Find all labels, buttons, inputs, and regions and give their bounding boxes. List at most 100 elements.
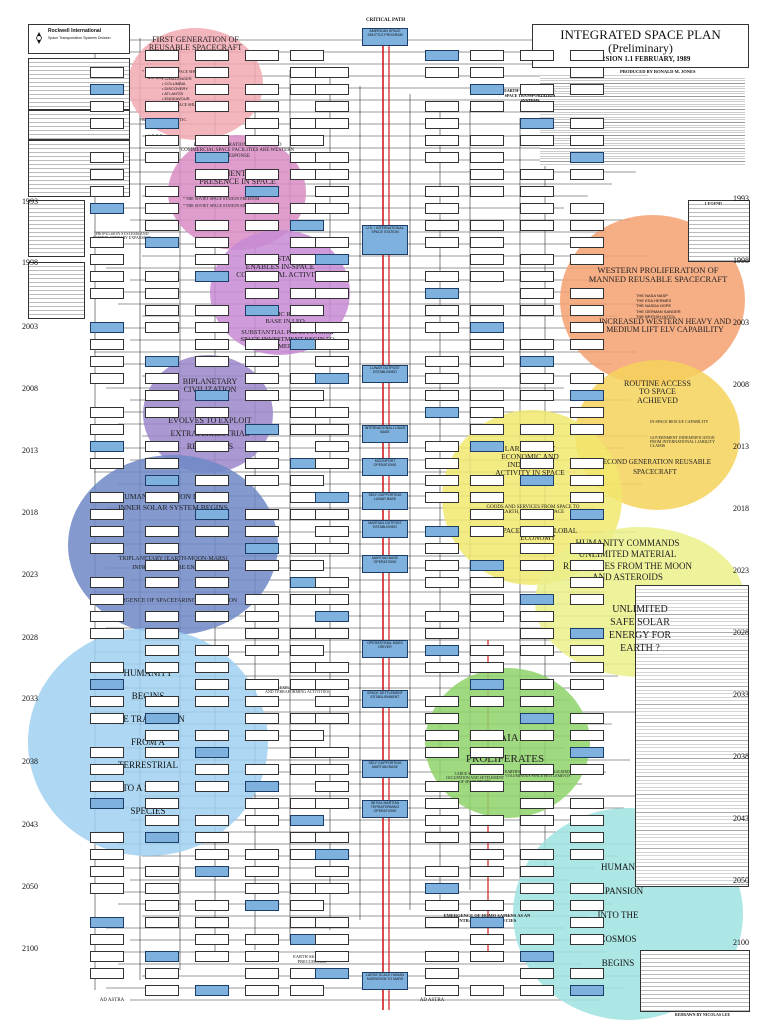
year-label-left: 2023 (22, 570, 38, 579)
plan-node-box (425, 866, 459, 877)
year-label-right: 2003 (733, 318, 749, 327)
plan-node-box (425, 951, 459, 962)
plan-node-box (470, 679, 504, 690)
skyhook-label: EARTH SKYHOOK PRECURSORS (293, 954, 331, 964)
plan-node-box (245, 849, 279, 860)
plan-node-box (570, 407, 604, 418)
company-name: Rockwell International (48, 28, 102, 34)
plan-node-box (520, 458, 554, 469)
plan-node-box (245, 679, 279, 690)
plan-node-box (315, 968, 349, 979)
plan-node-box (470, 237, 504, 248)
plan-node-box (245, 900, 279, 911)
plan-node-box (195, 101, 229, 112)
left-table-2 (28, 110, 130, 140)
plan-node-box (425, 305, 459, 316)
humanity-begins-line: HUMANITY (123, 668, 173, 678)
plan-node-box (520, 254, 554, 265)
plan-node-box (315, 832, 349, 843)
critical-path-box: SPACE SETTLEMENT ESTABLISHMENT (362, 690, 408, 708)
plan-node-box (315, 611, 349, 622)
plan-node-box (315, 356, 349, 367)
legend-title: LEGEND (705, 201, 722, 206)
plan-node-box (570, 577, 604, 588)
plan-node-box (245, 390, 279, 401)
plan-node-box (90, 696, 124, 707)
plan-node-box (290, 645, 324, 656)
plan-node-box (145, 220, 179, 231)
plan-node-box (245, 220, 279, 231)
plan-node-box (315, 373, 349, 384)
plan-node-box (90, 934, 124, 945)
in-space-rescue: IN-SPACE RESCUE CAPABILITY (650, 419, 709, 424)
year-label-right: 2100 (733, 938, 749, 947)
plan-node-box (425, 883, 459, 894)
plan-node-box (315, 951, 349, 962)
plan-node-box (570, 764, 604, 775)
western-spacecraft-item: THE GERMAN SANGER (636, 308, 681, 314)
plan-node-box (425, 900, 459, 911)
plan-node-box (425, 560, 459, 571)
plan-node-box (245, 254, 279, 265)
plan-node-box (145, 628, 179, 639)
plan-node-box (520, 713, 554, 724)
plan-node-box (195, 730, 229, 741)
plan-node-box (145, 186, 179, 197)
plan-node-box (195, 560, 229, 571)
cosmos-line: COSMOS (599, 934, 637, 944)
plan-node-box (90, 101, 124, 112)
plan-node-box (195, 475, 229, 486)
plan-node-box (425, 271, 459, 282)
left-table-4 (28, 200, 85, 257)
plan-node-box (290, 50, 324, 61)
plan-node-box (195, 424, 229, 435)
plan-node-box (195, 662, 229, 673)
unlimited-energy: UNLIMITED SAFE SOLAR ENERGY FOR EARTH ? (608, 604, 672, 654)
plan-node-box (470, 594, 504, 605)
critical-path-box: MOONPORT OPERATIONS (362, 458, 408, 476)
company-logo: Rockwell International Space Transportat… (28, 24, 130, 54)
plan-node-box (195, 50, 229, 61)
humanity-begins-line: FROM A (131, 737, 165, 747)
year-label-left: 1998 (22, 258, 38, 267)
plan-node-box (570, 254, 604, 265)
plan-node-box (145, 305, 179, 316)
plan-node-box (195, 934, 229, 945)
plan-node-box (145, 475, 179, 486)
plan-node-box (195, 322, 229, 333)
spacefaring-label: EMERGENCE OF SPACEFARING CIVILIZATION (108, 598, 238, 604)
plan-node-box (195, 866, 229, 877)
second-generation: SECOND GENERATION REUSABLE SPACECRAFT (599, 458, 711, 476)
plan-node-box (520, 883, 554, 894)
plan-node-box (470, 747, 504, 758)
plan-node-box (245, 135, 279, 146)
plan-node-box (315, 747, 349, 758)
plan-node-box (195, 917, 229, 928)
spacecraft-item: • CHALLENGER (162, 76, 192, 81)
plan-node-box (315, 118, 349, 129)
critical-path-box: LARGE SCALE HUMAN MIGRATION TO MARS (362, 972, 408, 990)
plan-node-box (315, 543, 349, 554)
plan-node-box (570, 798, 604, 809)
freedom-label: * THE SOVIET SPACE STATION FREEDOM (183, 196, 260, 201)
plan-node-box (520, 169, 554, 180)
plan-node-box (290, 390, 324, 401)
plan-node-box (470, 866, 504, 877)
plan-node-box (520, 84, 554, 95)
rockwell-logo-icon (36, 32, 42, 44)
year-label-left: 2100 (22, 944, 38, 953)
plan-node-box (195, 747, 229, 758)
plan-node-box (570, 373, 604, 384)
plan-node-box (470, 951, 504, 962)
plan-node-box (245, 509, 279, 520)
right-bottom-table (640, 950, 750, 1012)
plan-node-box (570, 492, 604, 503)
plan-node-box (520, 866, 554, 877)
plan-node-box (90, 271, 124, 282)
plan-node-box (425, 577, 459, 588)
plan-node-box (290, 815, 324, 826)
plan-node-box (315, 271, 349, 282)
plan-node-box (570, 424, 604, 435)
plan-node-box (470, 849, 504, 860)
plan-node-box (520, 628, 554, 639)
